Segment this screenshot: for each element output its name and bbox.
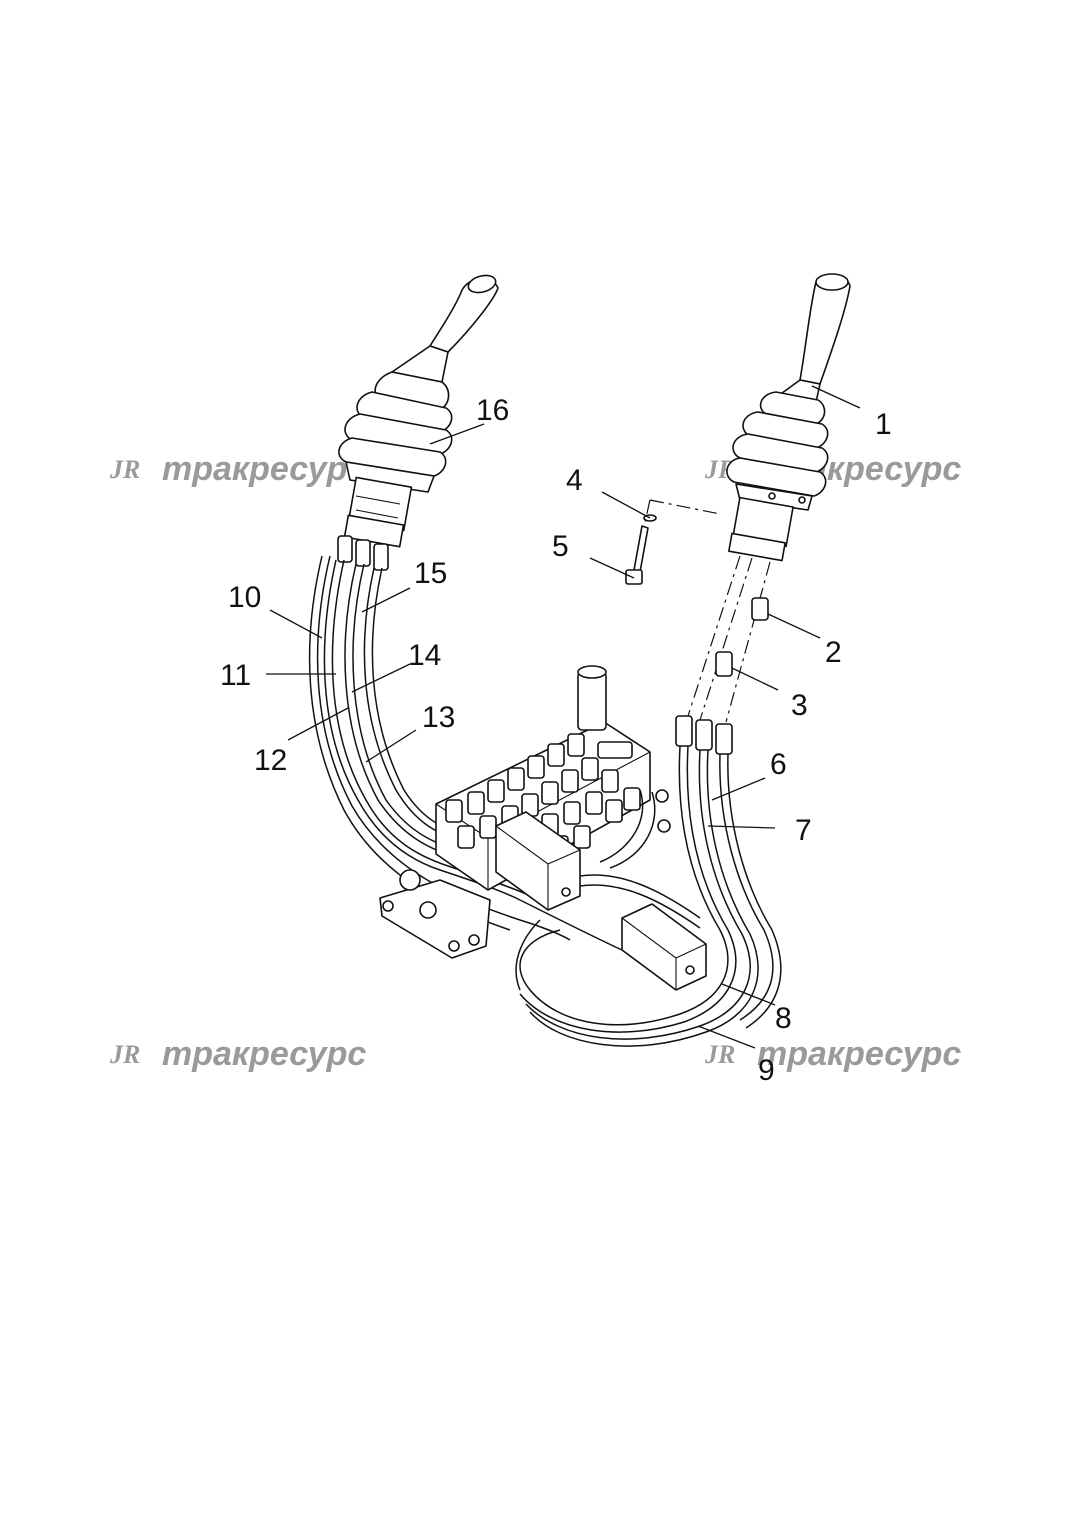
right-exploded-parts [625, 499, 771, 723]
left-joystick [337, 274, 499, 571]
callout-4: 4 [566, 464, 583, 497]
junction-block-left [495, 811, 581, 911]
callout-14: 14 [408, 639, 441, 672]
callout-9: 9 [758, 1054, 775, 1087]
callout-1: 1 [875, 408, 892, 441]
watermark-logo: JR [109, 455, 140, 484]
callout-5: 5 [552, 530, 569, 563]
part-2-fitting [751, 597, 769, 621]
watermark-logo: JR [109, 1040, 140, 1069]
part-5-bolt [633, 525, 649, 573]
callout-11: 11 [220, 659, 251, 692]
callout-7: 7 [795, 814, 812, 847]
leader-lines [266, 385, 861, 1049]
callout-6: 6 [770, 748, 787, 781]
callout-labels: 1 2 3 4 5 6 7 8 9 10 11 12 13 14 15 16 [220, 394, 892, 1087]
watermark-bottom-right: JR тракресурс [704, 1035, 961, 1073]
junction-block-right [621, 903, 707, 991]
callout-12: 12 [254, 744, 287, 777]
watermark-top-left: JR тракресурс [109, 450, 366, 488]
callout-13: 13 [422, 701, 455, 734]
callout-8: 8 [775, 1002, 792, 1035]
callout-15: 15 [414, 557, 447, 590]
callout-16: 16 [476, 394, 509, 427]
part-3-fitting [715, 651, 733, 677]
callout-2: 2 [825, 636, 842, 669]
watermark-text: тракресурс [162, 450, 366, 488]
callout-3: 3 [791, 689, 808, 722]
watermark-bottom-left: JR тракресурс [109, 1035, 366, 1073]
watermark-text: тракресурс [757, 1035, 961, 1073]
watermark-text: тракресурс [162, 1035, 366, 1073]
right-hoses [519, 715, 782, 1047]
callout-10: 10 [228, 581, 261, 614]
watermark-logo: JR [704, 1040, 735, 1069]
right-joystick [726, 273, 851, 562]
cross-hoses [515, 789, 701, 991]
